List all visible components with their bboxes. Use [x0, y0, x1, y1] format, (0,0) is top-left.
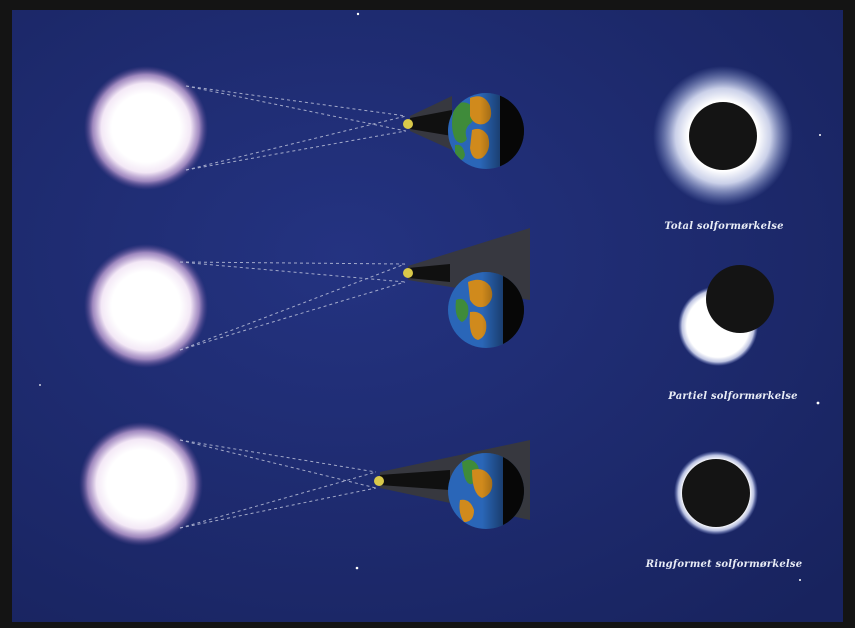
- moon-disk: [706, 265, 774, 333]
- sun: [84, 244, 208, 368]
- panel-partial-eclipse: [84, 228, 774, 368]
- umbra-cone: [408, 264, 450, 282]
- eclipsed-sun-disk: [689, 102, 757, 170]
- moon: [374, 476, 384, 486]
- moon: [403, 268, 413, 278]
- light-rays: [179, 439, 377, 529]
- sun: [84, 66, 208, 190]
- caption-partial-eclipse: Partiel solformørkelse: [668, 391, 798, 402]
- antumbra-cone: [380, 470, 450, 490]
- earth: [448, 93, 524, 169]
- sun: [79, 422, 203, 546]
- moon: [403, 119, 413, 129]
- moon-disk: [682, 459, 750, 527]
- panel-annular-eclipse: [79, 422, 758, 546]
- caption-total-eclipse: Total solformørkelse: [664, 221, 784, 232]
- panel-total-eclipse: [84, 66, 793, 206]
- earth: [448, 453, 524, 529]
- stars: [39, 12, 821, 581]
- light-rays: [179, 261, 406, 351]
- light-rays: [185, 85, 407, 171]
- caption-annular-eclipse: Ringformet solformørkelse: [645, 559, 803, 570]
- umbra-cone: [410, 110, 452, 136]
